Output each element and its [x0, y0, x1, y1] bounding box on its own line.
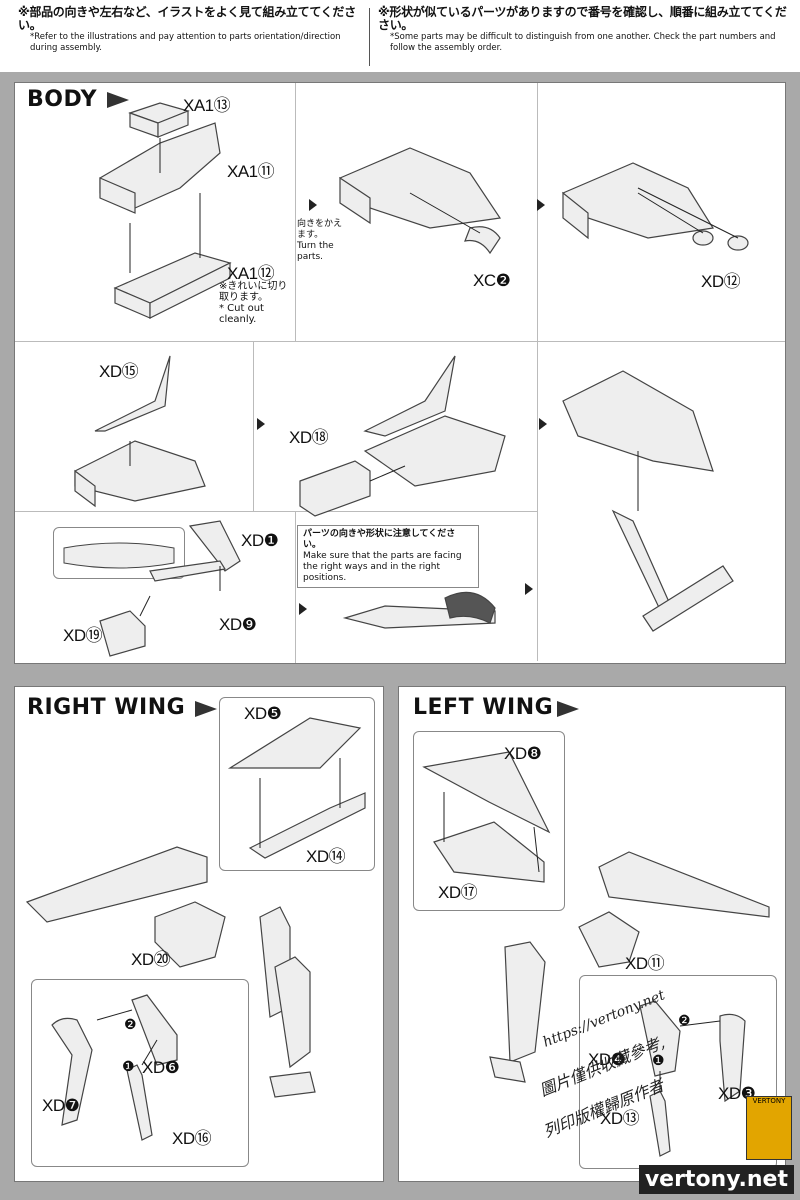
turn-note-jp: 向きをかえます。 — [297, 219, 343, 240]
part-label-xd-20: XD⑳ — [131, 950, 171, 969]
body-title-arrow — [107, 92, 129, 108]
turn-note-en: Turn the parts. — [297, 241, 334, 262]
left-wing-arm-illustration — [639, 1000, 746, 1157]
divider — [295, 511, 296, 663]
cut-note-en: * Cut out cleanly. — [219, 303, 264, 325]
left-wing-arm-inset: ❷ XD❹ ❶ XD⑬ XD❸ — [579, 975, 777, 1169]
body-panel: BODY XA1⑬ XA1⑪ XA1⑫ ※きれいに切り取ります。 * Cut o… — [14, 82, 786, 664]
cut-note: ※きれいに切り取ります。 * Cut out cleanly. — [219, 281, 297, 325]
caution-callout: パーツの向きや形状に注意してください。 Make sure that the p… — [297, 525, 479, 588]
body-step6-illustration — [562, 370, 734, 632]
right-wing-arm-illustration — [51, 994, 178, 1141]
part-label-xc-2: XC❷ — [473, 271, 511, 290]
turn-note: 向きをかえます。 Turn the parts. — [297, 219, 345, 263]
body-step4-illustration — [74, 355, 206, 508]
step-marker-2: ❷ — [678, 1012, 691, 1028]
step-arrow — [525, 583, 533, 595]
body-step3-illustration — [561, 162, 749, 251]
part-label-xa1-12: XA1⑫ — [227, 264, 275, 283]
part-label-xd-9: XD❾ — [219, 615, 257, 634]
divider — [253, 341, 254, 511]
header-note-left: ※部品の向きや左右など、イラストをよく見て組み立ててください。 *Refer t… — [18, 6, 363, 54]
left-wing-inset-illustration — [422, 751, 551, 883]
body-title: BODY — [27, 87, 98, 112]
divider — [537, 83, 538, 341]
part-label-xd-1: XD❶ — [241, 531, 279, 550]
right-wing-inset-illustration — [227, 717, 366, 859]
step-marker-2: ❷ — [124, 1016, 137, 1032]
header-note-right-en: *Some parts may be difficult to distingu… — [390, 32, 776, 53]
caution-callout-en: Make sure that the parts are facing the … — [303, 551, 462, 583]
step-arrow — [257, 418, 265, 430]
left-wing-inset: XD❽ XD⑰ — [413, 731, 565, 911]
part-label-xd-15: XD⑮ — [99, 362, 139, 381]
instruction-header: ※部品の向きや左右など、イラストをよく見て組み立ててください。 *Refer t… — [0, 0, 800, 72]
body-step1-illustration — [99, 102, 232, 319]
header-note-right-jp: ※形状が似ているパーツがありますので番号を確認し、順番に組み立ててください。 — [378, 5, 787, 32]
left-wing-main-illustration — [578, 851, 770, 968]
part-label-xd-16: XD⑯ — [172, 1129, 212, 1148]
part-label-xd-7: XD❼ — [42, 1096, 80, 1115]
vertony-badge-label: VERTONY — [752, 1097, 786, 1105]
right-wing-panel: RIGHT WING XD❺ XD⑭ XD⑳ ❷ XD❻ — [14, 686, 384, 1182]
step-marker-1: ❶ — [652, 1052, 665, 1068]
vertony-badge: VERTONY — [746, 1096, 792, 1160]
part-label-xd-13: XD⑬ — [600, 1109, 640, 1128]
part-label-xd-18: XD⑱ — [289, 428, 329, 447]
right-wing-title: RIGHT WING — [27, 695, 186, 720]
divider — [15, 341, 785, 342]
part-label-xd-4: XD❹ — [588, 1050, 626, 1069]
cut-note-jp: ※きれいに切り取ります。 — [219, 281, 288, 303]
part-label-xd-19: XD⑲ — [63, 626, 103, 645]
left-wing-title-arrow — [557, 701, 579, 717]
right-wing-arm-inset: ❷ XD❻ XD❼ XD⑯ ❶ — [31, 979, 249, 1167]
part-label-xd-11: XD⑪ — [625, 954, 665, 973]
header-note-left-en: *Refer to the illustrations and pay atte… — [30, 32, 341, 53]
right-wing-inset: XD❺ XD⑭ — [219, 697, 375, 871]
body-step2-illustration — [338, 147, 502, 255]
body-step8-illustration — [342, 591, 496, 629]
step-arrow — [309, 199, 317, 211]
right-wing-title-arrow — [195, 701, 217, 717]
part-label-xd-14: XD⑭ — [306, 847, 346, 866]
header-note-right: ※形状が似ているパーツがありますので番号を確認し、順番に組み立ててください。 *… — [378, 6, 788, 54]
header-divider — [369, 8, 370, 66]
divider — [295, 83, 296, 341]
part-label-xd-8: XD❽ — [504, 744, 542, 763]
part-label-xd-6: XD❻ — [142, 1058, 180, 1077]
divider — [15, 511, 537, 512]
part-label-xa1-11: XA1⑪ — [227, 162, 275, 181]
left-wing-title: LEFT WING — [413, 695, 554, 720]
left-wing-leg-illustration — [489, 941, 546, 1083]
detail-inset-illustration — [63, 542, 175, 569]
caution-callout-jp: パーツの向きや形状に注意してください。 — [303, 529, 456, 550]
brand-watermark: vertony.net — [638, 1165, 794, 1194]
step-arrow — [539, 418, 547, 430]
step-arrow — [299, 603, 307, 615]
right-wing-leg-illustration — [269, 956, 316, 1098]
part-label-xd-12: XD⑫ — [701, 272, 741, 291]
step-marker-1: ❶ — [122, 1058, 135, 1074]
part-label-xd-5: XD❺ — [244, 704, 282, 723]
part-label-xd-17: XD⑰ — [438, 883, 478, 902]
header-note-left-jp: ※部品の向きや左右など、イラストをよく見て組み立ててください。 — [18, 5, 356, 32]
body-step7-illustration — [99, 520, 241, 657]
body-step5-illustration — [299, 355, 506, 517]
step-arrow — [537, 199, 545, 211]
divider — [537, 341, 538, 661]
part-label-xa1-13: XA1⑬ — [183, 96, 231, 115]
left-wing-panel: LEFT WING XD❽ XD⑰ XD⑪ — [398, 686, 786, 1182]
